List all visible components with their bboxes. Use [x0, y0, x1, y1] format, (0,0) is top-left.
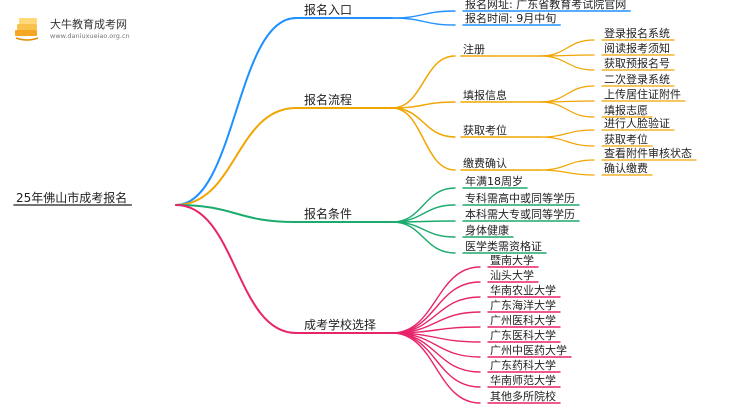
branch-4-item-9-node[interactable]: 华南师范大学	[487, 373, 561, 388]
branch-4-item-9: 华南师范大学	[490, 373, 556, 387]
process-substep-1-3: 获取预报名号	[604, 56, 670, 70]
branch-1-item-1-node[interactable]: 报名网址: 广东省教育考试院官网	[462, 0, 631, 12]
process-substep-3-2-node[interactable]: 获取考位	[601, 132, 653, 147]
process-substep-3-1-node[interactable]: 进行人脸验证	[601, 116, 675, 131]
site-logo[interactable]: 大牛教育成考网 www.daniuxueiao.org.cn	[12, 12, 142, 48]
branch-4-item-6-node[interactable]: 广东医科大学	[487, 328, 561, 343]
process-substep-2-1-node[interactable]: 二次登录系统	[601, 72, 675, 87]
process-substep-2-1: 二次登录系统	[604, 72, 670, 86]
process-substep-2-2-node[interactable]: 上传居住证附件	[601, 87, 686, 102]
branch-4-item-6: 广东医科大学	[490, 328, 556, 342]
process-substep-1-1: 登录报名系统	[604, 26, 670, 40]
process-substep-4-2-node[interactable]: 确认缴费	[601, 161, 653, 176]
process-substep-1-3-node[interactable]: 获取预报名号	[601, 56, 675, 71]
branch-4-item-5: 广州医科大学	[490, 313, 556, 327]
process-substep-4-2: 确认缴费	[604, 161, 648, 175]
branch-4-item-3-node[interactable]: 华南农业大学	[487, 283, 561, 298]
process-step-3-node[interactable]: 获取考位	[460, 123, 512, 138]
process-substep-3-1: 进行人脸验证	[604, 116, 670, 130]
branch-4-item-8: 广东药科大学	[490, 358, 556, 372]
process-substep-1-1-node[interactable]: 登录报名系统	[601, 26, 675, 41]
process-step-4: 缴费确认	[463, 156, 507, 170]
branch-4-item-2: 汕头大学	[490, 268, 534, 282]
branch-4-item-4-node[interactable]: 广东海洋大学	[487, 298, 561, 313]
process-substep-4-1-node[interactable]: 查看附件审核状态	[601, 146, 697, 161]
process-step-2: 填报信息	[463, 88, 507, 102]
book-stack-icon	[15, 18, 39, 41]
branch-4-item-10: 其他多所院校	[490, 389, 556, 403]
root-topic: 25年佛山市成考报名	[16, 190, 127, 205]
logo-title: 大牛教育成考网	[50, 18, 127, 31]
logo-url: www.daniuxueiao.org.cn	[50, 32, 130, 40]
branch-4: 成考学校选择	[304, 317, 376, 332]
branch-3-item-4: 身体健康	[465, 223, 509, 237]
branch-3-item-4-node[interactable]: 身体健康	[462, 223, 514, 238]
branch-3-item-5: 医学类需资格证	[465, 239, 542, 253]
branch-4-item-1-node[interactable]: 暨南大学	[487, 253, 539, 268]
branch-3-item-2-node[interactable]: 专科需高中或同等学历	[462, 191, 580, 206]
branch-1-item-2-node[interactable]: 报名时间: 9月中旬	[462, 11, 561, 26]
process-step-2-node[interactable]: 填报信息	[460, 88, 512, 103]
branch-4-item-3: 华南农业大学	[490, 283, 556, 297]
process-step-3: 获取考位	[463, 123, 507, 137]
branch-4-item-10-node[interactable]: 其他多所院校	[487, 389, 561, 404]
branch-3-item-1-node[interactable]: 年满18周岁	[462, 174, 528, 189]
branch-4-item-7: 广州中医药大学	[490, 343, 567, 357]
process-step-1: 注册	[463, 42, 485, 56]
branch-3-item-3-node[interactable]: 本科需大专或同等学历	[462, 207, 580, 222]
process-substep-2-2: 上传居住证附件	[604, 87, 681, 101]
process-step-1-node[interactable]: 注册	[460, 42, 490, 57]
branch-4-item-2-node[interactable]: 汕头大学	[487, 268, 539, 283]
process-substep-1-2-node[interactable]: 阅读报考须知	[601, 41, 675, 56]
branch-2: 报名流程	[304, 92, 352, 107]
branch-4-item-7-node[interactable]: 广州中医药大学	[487, 343, 572, 358]
branch-4-item-4: 广东海洋大学	[490, 298, 556, 312]
branch-3-item-1: 年满18周岁	[465, 174, 523, 188]
branch-3: 报名条件	[304, 206, 352, 221]
branch-4-item-1: 暨南大学	[490, 253, 534, 267]
process-substep-2-3-node[interactable]: 填报志愿	[601, 103, 653, 118]
branch-1: 报名入口	[304, 2, 352, 17]
process-step-4-node[interactable]: 缴费确认	[460, 156, 512, 171]
branch-1-item-2: 报名时间: 9月中旬	[465, 11, 556, 25]
branch-3-item-3: 本科需大专或同等学历	[465, 207, 575, 221]
process-substep-1-2: 阅读报考须知	[604, 41, 670, 55]
process-substep-2-3: 填报志愿	[604, 103, 648, 117]
branch-4-item-5-node[interactable]: 广州医科大学	[487, 313, 561, 328]
branch-4-item-8-node[interactable]: 广东药科大学	[487, 358, 561, 373]
branch-3-item-5-node[interactable]: 医学类需资格证	[462, 239, 547, 254]
process-substep-3-2: 获取考位	[604, 132, 648, 146]
branch-1-item-1: 报名网址: 广东省教育考试院官网	[465, 0, 626, 11]
branch-3-item-2: 专科需高中或同等学历	[465, 191, 575, 205]
process-substep-4-1: 查看附件审核状态	[604, 146, 692, 160]
root-topic-node[interactable]: 25年佛山市成考报名	[13, 190, 133, 206]
